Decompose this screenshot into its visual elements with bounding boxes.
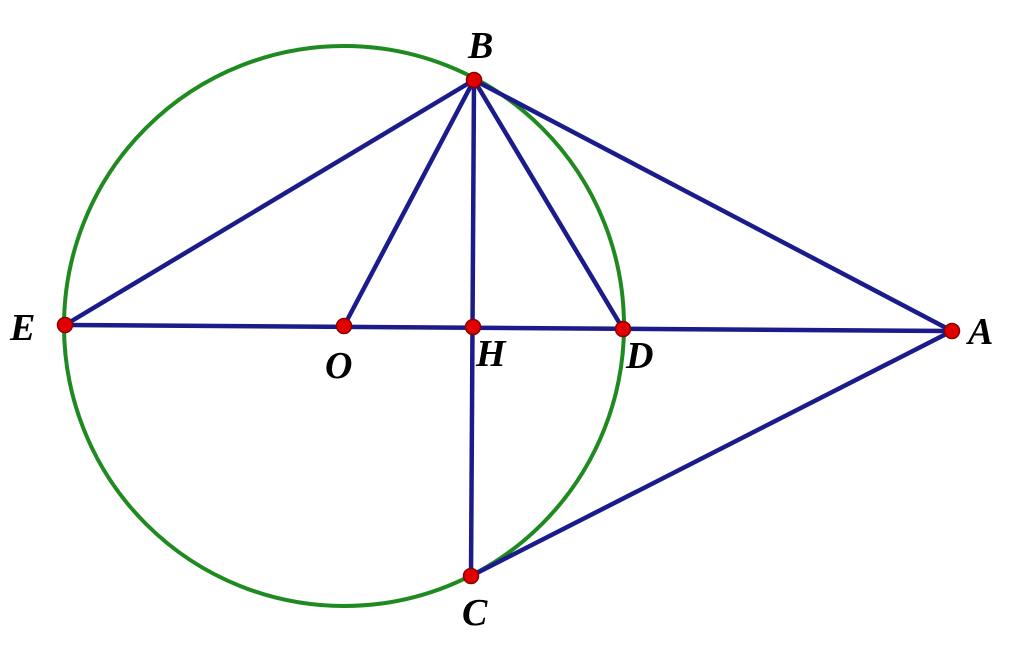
point-a [943,322,961,340]
label-d: D [625,335,653,377]
segment-ea [62,322,955,334]
point-c [462,567,480,585]
point-o [335,317,353,335]
point-e [56,316,74,334]
point-b [465,71,483,89]
label-h: H [475,333,507,375]
point-h [464,318,482,336]
segment-bd [471,77,626,332]
label-a: A [966,311,993,353]
label-e: E [9,307,35,349]
points [56,71,961,585]
segments [62,77,955,579]
segment-bo [341,77,477,329]
segment-ca [468,328,955,579]
segment-ba [471,77,955,334]
segment-be [62,77,477,328]
label-c: C [462,592,488,634]
label-b: B [467,25,493,67]
label-o: O [325,345,352,387]
point-d [614,320,632,338]
